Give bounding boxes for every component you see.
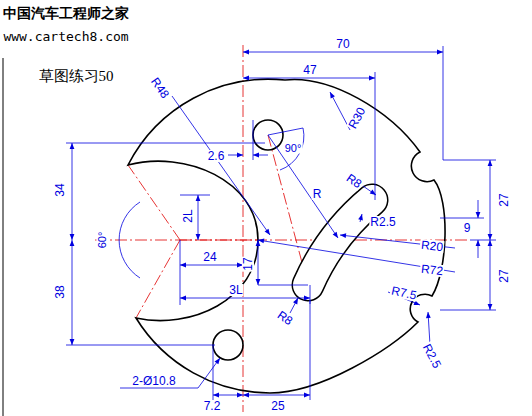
center-lines (95, 45, 470, 412)
dim-label: 70 (335, 38, 350, 50)
dim-label: 38 (54, 284, 66, 299)
dim-label: 2.6 (207, 150, 226, 162)
radius-label: R8 (274, 308, 295, 328)
dim-label: 9 (463, 222, 472, 234)
angle-label: 90° (284, 143, 303, 154)
radius-label: R (312, 188, 323, 200)
wm-url-label: www.cartech8.com (2, 30, 129, 43)
radius-label: R2.5 (420, 341, 443, 371)
radius-label: R20 (419, 239, 444, 253)
hole-callout-label: 2-Ø10.8 (131, 375, 176, 387)
radius-label: R72 (419, 263, 444, 277)
dim-label: 7.2 (203, 400, 222, 412)
dim-label: 27 (498, 192, 510, 207)
radius-label: R2.5 (369, 216, 396, 228)
radius-label: R7.5 (389, 284, 418, 301)
wm-text-label: 中国汽车工程师之家 (2, 6, 130, 20)
angle-label: 60° (97, 231, 108, 250)
sheet-title: 草图练习50 (38, 69, 115, 84)
radius-label: R30 (346, 105, 368, 132)
dim-label: 47 (302, 64, 317, 76)
dim-label: 25 (270, 400, 285, 412)
dim-label: 17 (242, 256, 254, 271)
dim-label: 27 (498, 268, 510, 283)
radius-label: R48 (148, 75, 172, 102)
dim-label: 24 (202, 251, 217, 263)
part-outline (128, 79, 445, 393)
dim-label: 2L (182, 208, 194, 223)
dim-label: 3L (228, 284, 243, 296)
dimension-lines (66, 46, 496, 400)
dim-label: 34 (54, 182, 66, 197)
